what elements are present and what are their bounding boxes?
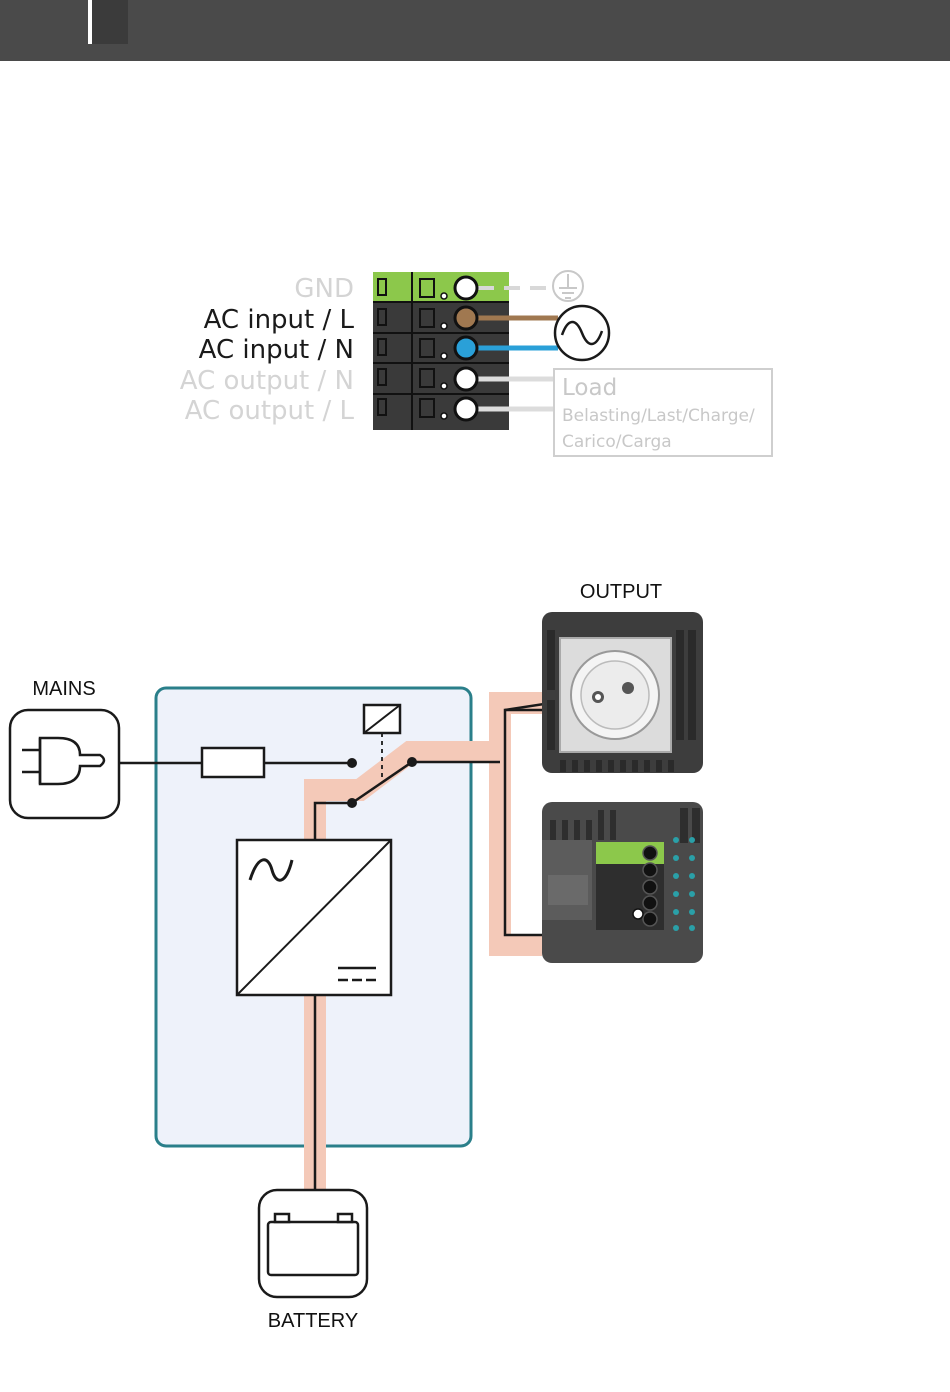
ground-icon [553,271,583,301]
terminal-block [373,272,509,430]
ac-input-n-label: AC input / N [199,335,354,365]
output-socket-photo [542,612,703,773]
battery-label: BATTERY [268,1310,358,1332]
mains-plug-icon [10,710,119,818]
load-line-1: Belasting/Last/Charge/ [562,406,755,426]
ac-output-l-label: AC output / L [185,396,355,426]
relay-icon [364,705,400,733]
fuse-icon [202,748,264,777]
output-terminal-photo [542,802,703,963]
gnd-label: GND [294,274,354,304]
output-label: OUTPUT [580,581,662,603]
ac-source-icon [555,306,609,360]
system-diagram: MAINS OUTPUT [10,581,703,1332]
inverter-charger-icon [237,840,391,995]
ac-input-l-label: AC input / L [204,305,355,335]
load-line-2: Carico/Carga [562,432,672,452]
ac-output-n-label: AC output / N [180,366,354,396]
load-box: Load Belasting/Last/Charge/ Carico/Carga [554,369,772,456]
battery-icon [259,1190,367,1297]
load-title: Load [562,375,617,401]
mains-label: MAINS [32,678,95,700]
terminal-diagram: GND AC input / L AC input / N AC output … [180,271,772,456]
